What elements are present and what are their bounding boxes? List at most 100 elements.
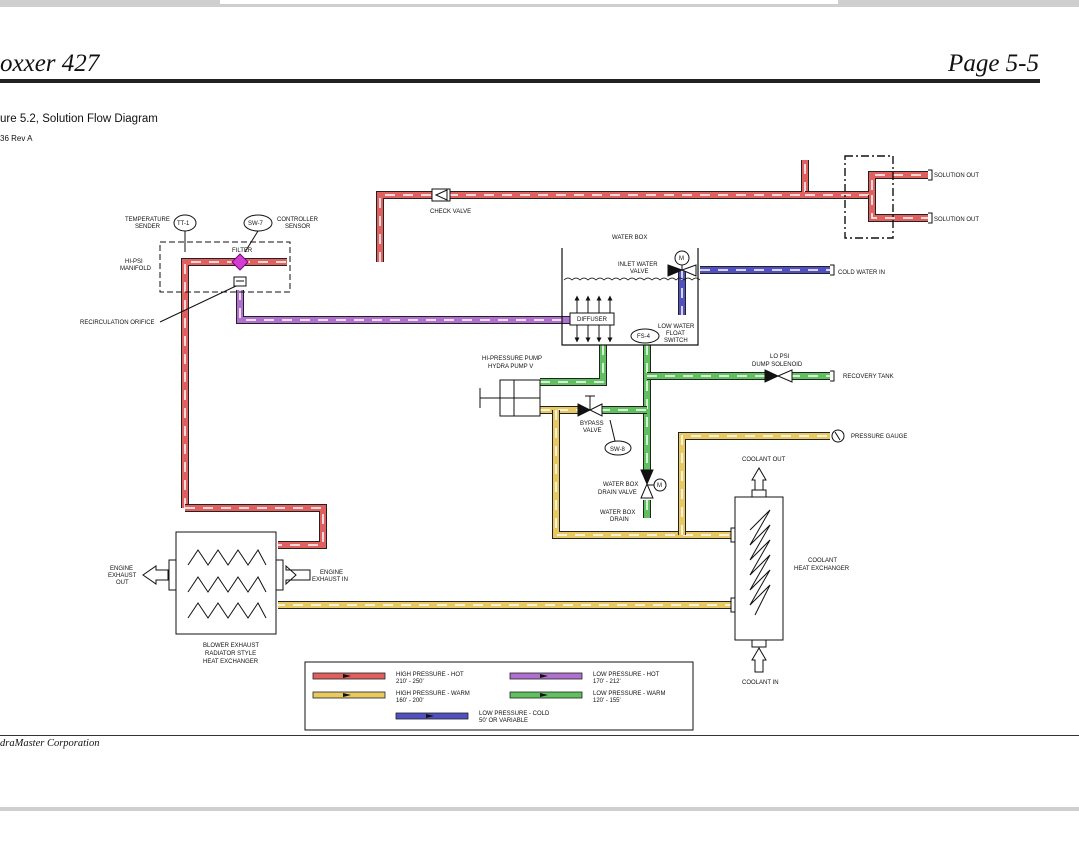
label-solution-out-2: SOLUTION OUT — [934, 217, 979, 223]
pipe-low-cold — [678, 266, 830, 315]
pipe-fill — [448, 160, 808, 198]
footer-rule — [0, 735, 1079, 736]
pipe-low-hot — [236, 290, 570, 324]
pipe-border — [236, 290, 570, 324]
pipe-fill — [377, 192, 440, 262]
pipe-flow-marks — [379, 194, 440, 262]
hi-pressure-pump — [479, 379, 541, 417]
label-sw8: SW-8 — [610, 447, 626, 453]
pipe-fill — [540, 345, 606, 385]
legend-low-warm-1: LOW PRESSURE - WARM — [593, 691, 665, 697]
pipe-fill — [237, 290, 570, 323]
bypass-valve — [577, 395, 603, 417]
label-temperature-sender-1: TEMPERATURE — [125, 217, 170, 223]
label-hi-pressure-pump-2: HYDRA PUMP V — [488, 364, 533, 370]
pipe-flow-marks — [239, 290, 570, 321]
label-drain-valve-2: DRAIN VALVE — [598, 490, 637, 496]
pipe-flow-marks — [681, 435, 830, 535]
figure-code: 36 Rev A — [0, 134, 33, 143]
pipe-fill — [182, 259, 240, 508]
pipe-border — [376, 191, 440, 262]
label-sw7: SW-7 — [248, 221, 264, 227]
document-title: oxxer 427 — [0, 50, 100, 77]
label-drain-2: DRAIN — [610, 517, 629, 523]
label-coolant-hx-2: HEAT EXCHANGER — [794, 566, 850, 572]
label-pressure-gauge: PRESSURE GAUGE — [851, 434, 907, 440]
legend-arrow — [540, 674, 548, 678]
label-drain-valve-1: WATER BOX — [603, 482, 638, 488]
coolant-heat-exchanger — [730, 467, 784, 673]
legend-high-warm-1: HIGH PRESSURE - WARM — [396, 691, 470, 697]
label-check-valve: CHECK VALVE — [430, 209, 471, 215]
legend-box — [304, 661, 694, 731]
pipe-fill — [185, 505, 326, 548]
label-lo-psi-1: LO PSI — [770, 354, 790, 360]
water-box — [561, 248, 699, 346]
label-tt1: TT-1 — [177, 221, 190, 227]
pipe-flow-marks — [555, 410, 735, 536]
bottom-bar — [0, 807, 1079, 811]
legend-arrow — [343, 693, 351, 697]
label-low-water-float-3: SWITCH — [664, 338, 688, 344]
float-switch-symbol — [630, 328, 660, 344]
pipe-fill — [805, 172, 928, 198]
label-coolant-out: COOLANT OUT — [742, 457, 786, 463]
legend-high-hot-2: 210' - 250' — [396, 679, 424, 685]
label-fs4: FS-4 — [637, 334, 651, 340]
label-coolant-in: COOLANT IN — [742, 680, 779, 686]
pipe-border — [181, 258, 240, 508]
legend-low-hot-1: LOW PRESSURE - HOT — [593, 672, 660, 678]
label-engine-exhaust-out-3: OUT — [116, 580, 129, 586]
diffuser — [569, 312, 615, 326]
label-engine-exhaust-in-2: EXHAUST IN — [312, 577, 348, 583]
pipe-low-warm — [540, 345, 830, 518]
label-drain-1: WATER BOX — [600, 510, 635, 516]
pipe-border — [868, 195, 928, 222]
label-controller-sensor-2: SENSOR — [285, 224, 311, 230]
label-diffuser: DIFFUSER — [577, 317, 608, 323]
legend-low-hot-2: 170' - 212' — [593, 679, 621, 685]
pipe-high-warm — [278, 406, 830, 609]
label-engine-exhaust-in-1: ENGINE — [320, 570, 343, 576]
pipe-flow-marks — [871, 195, 928, 219]
label-motor-drain: M — [657, 483, 662, 489]
label-motor-inlet: M — [679, 256, 684, 262]
label-low-water-float-2: FLOAT — [666, 331, 685, 337]
pipe-high-hot — [181, 160, 928, 549]
label-low-water-float-1: LOW WATER — [658, 324, 695, 330]
pipe-flow-marks — [540, 345, 604, 383]
label-recovery-tank: RECOVERY TANK — [843, 374, 894, 380]
sw8-symbol — [604, 440, 632, 456]
pipe-flow-marks — [184, 261, 240, 508]
label-blower-hx-3: HEAT EXCHANGER — [203, 659, 259, 665]
label-blower-hx-2: RADIATOR STYLE — [205, 651, 256, 657]
top-bar-highlight — [220, 0, 838, 4]
legend-arrow — [343, 674, 351, 678]
pipe-border — [448, 160, 809, 199]
label-hi-psi-manifold-2: MANIFOLD — [120, 266, 152, 272]
label-coolant-hx-1: COOLANT — [808, 558, 837, 564]
label-hi-psi-manifold-1: HI-PSI — [125, 259, 143, 265]
label-hi-pressure-pump-1: HI-PRESSURE PUMP — [482, 356, 542, 362]
label-solution-out-1: SOLUTION OUT — [934, 173, 979, 179]
label-engine-exhaust-out-1: ENGINE — [110, 566, 133, 572]
top-bar — [0, 0, 1079, 7]
label-controller-sensor-1: CONTROLLER — [277, 217, 319, 223]
pipe-flow-marks — [805, 174, 928, 196]
hi-psi-manifold-box — [159, 241, 291, 293]
pipe-terminals — [830, 169, 933, 382]
label-inlet-water-valve-2: VALVE — [630, 269, 648, 275]
solution-out-manifold — [844, 155, 894, 239]
label-temperature-sender-2: SENDER — [135, 224, 161, 230]
legend-high-hot-1: HIGH PRESSURE - HOT — [396, 672, 464, 678]
label-filter: FILTER — [232, 248, 253, 254]
label-recirculation-orifice: RECIRCULATION ORIFICE — [80, 320, 155, 326]
label-cold-water-in: COLD WATER IN — [838, 270, 885, 276]
page-number: Page 5-5 — [948, 50, 1039, 77]
footer-text: draMaster Corporation — [0, 738, 100, 749]
legend-high-warm-2: 160' - 200' — [396, 698, 424, 704]
inlet-water-valve — [667, 250, 697, 277]
header-rule — [0, 79, 1040, 83]
pipe-border — [540, 345, 607, 386]
